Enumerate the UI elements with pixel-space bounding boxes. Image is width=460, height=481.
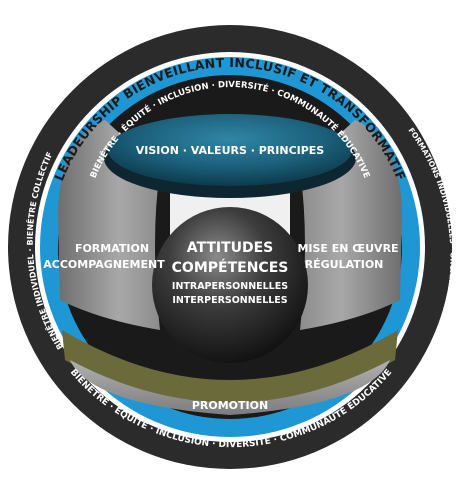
top-disc-label: VISION · VALEURS · PRINCIPES — [136, 144, 325, 157]
sphere-line2: COMPÉTENCES — [172, 259, 289, 276]
sphere-line1: ATTITUDES — [187, 240, 274, 256]
sphere-line3: INTRAPERSONNELLES — [172, 281, 288, 292]
promotion-label: PROMOTION — [192, 399, 268, 412]
right-panel-line1: MISE EN ŒUVRE — [297, 242, 398, 255]
right-panel-line2: RÉGULATION — [305, 258, 384, 271]
center-sphere — [152, 207, 308, 363]
promotion-band — [70, 360, 390, 415]
left-panel-line1: FORMATION — [75, 242, 149, 255]
olive-band — [62, 330, 398, 408]
top-disc — [108, 114, 352, 186]
left-panel-line2: ACCOMPAGNEMENT — [43, 258, 165, 271]
sphere-line4: INTERPERSONNELLES — [172, 295, 287, 306]
